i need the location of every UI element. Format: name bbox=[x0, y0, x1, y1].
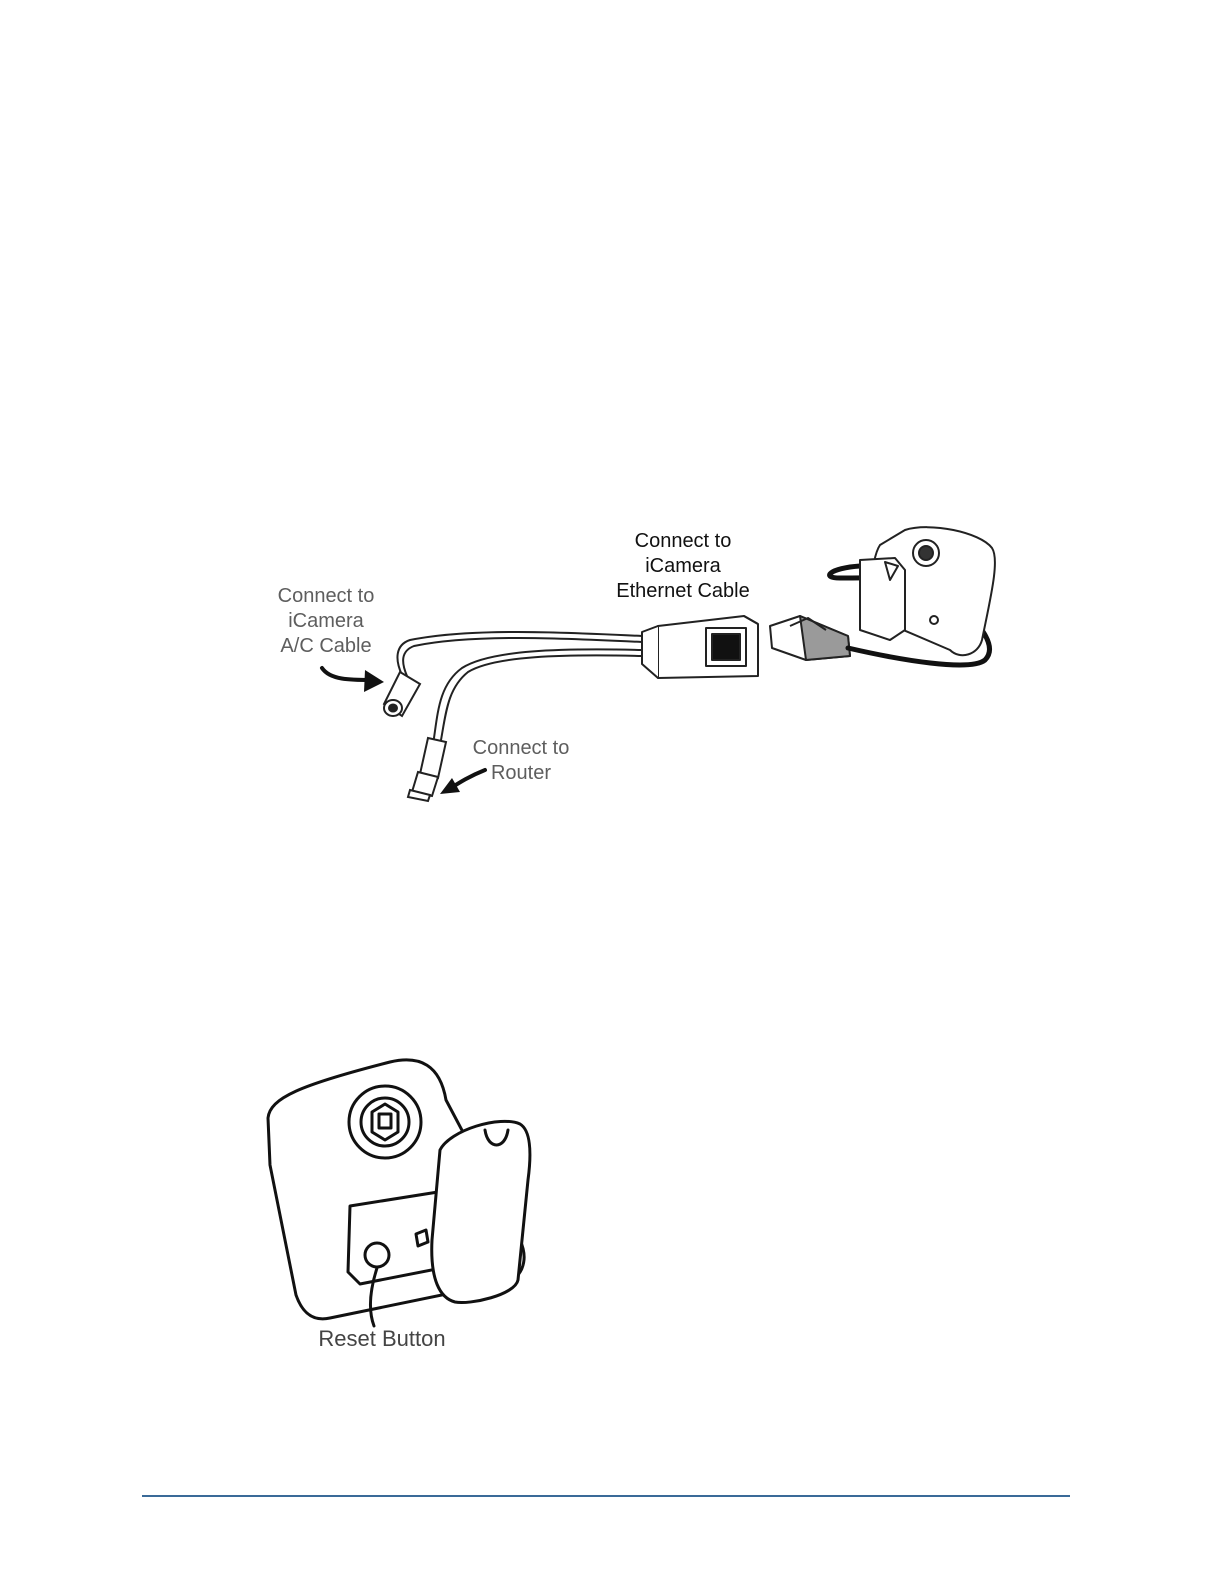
label-reset-text: Reset Button bbox=[306, 1326, 458, 1352]
label-ac-line2: iCamera bbox=[256, 609, 396, 634]
rj45-plug bbox=[408, 738, 446, 801]
label-router-line2: Router bbox=[456, 761, 586, 786]
camera-back-large bbox=[268, 1060, 530, 1326]
ethernet-plug bbox=[770, 616, 850, 660]
label-router-line1: Connect to bbox=[456, 736, 586, 761]
label-ac-cable: Connect to iCamera A/C Cable bbox=[256, 584, 396, 659]
camera-back-small bbox=[860, 527, 995, 655]
label-ethernet-cable: Connect to iCamera Ethernet Cable bbox=[600, 529, 766, 604]
coupler-box bbox=[642, 616, 758, 678]
footer-divider bbox=[142, 1495, 1070, 1497]
label-ac-line1: Connect to bbox=[256, 584, 396, 609]
label-router: Connect to Router bbox=[456, 736, 586, 786]
arrow-ac-icon bbox=[322, 668, 372, 680]
label-ethernet-line2: iCamera bbox=[600, 554, 766, 579]
label-ethernet-line1: Connect to bbox=[600, 529, 766, 554]
label-ac-line3: A/C Cable bbox=[256, 634, 396, 659]
label-ethernet-line3: Ethernet Cable bbox=[600, 579, 766, 604]
dc-jack bbox=[384, 672, 420, 716]
label-reset-button: Reset Button bbox=[306, 1326, 458, 1352]
